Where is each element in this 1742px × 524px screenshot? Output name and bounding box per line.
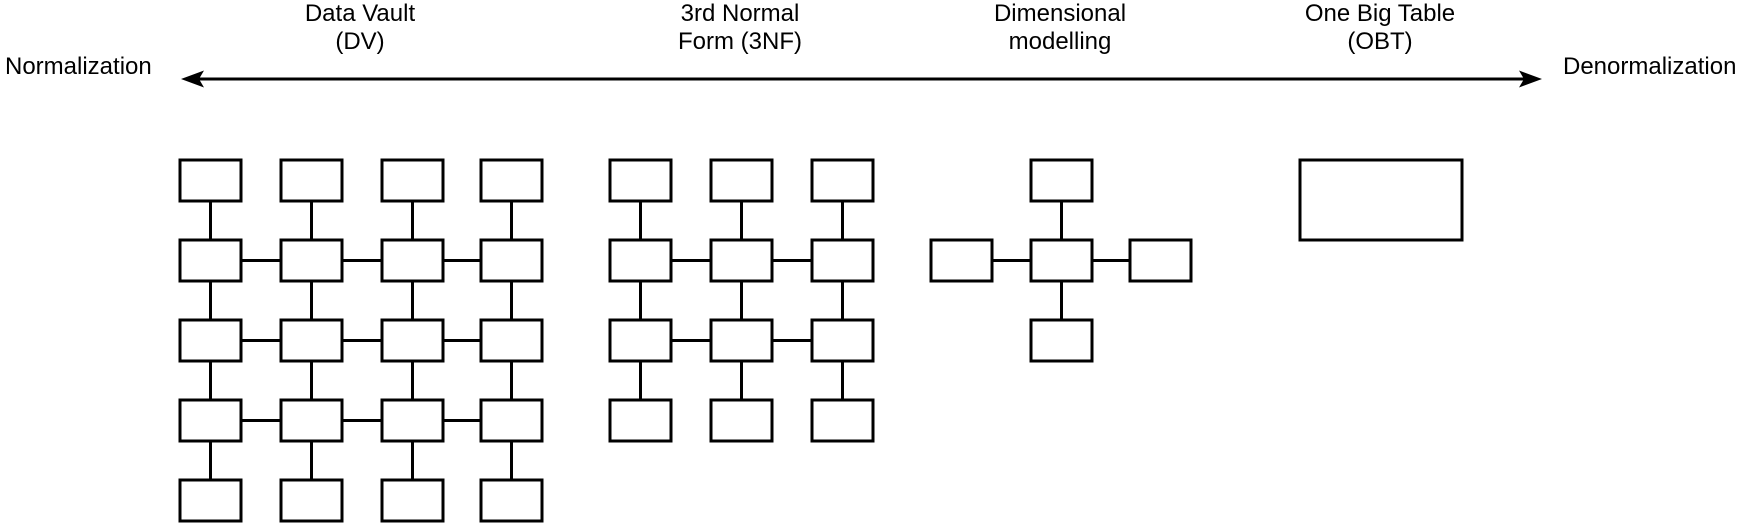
entity-box	[608, 398, 673, 443]
entity-box	[380, 398, 445, 443]
entity-box	[810, 158, 875, 203]
label-data-vault: Data Vault (DV)	[200, 0, 520, 56]
entity-box	[380, 478, 445, 523]
label-3nf: 3rd Normal Form (3NF)	[580, 0, 900, 56]
entity-box	[709, 238, 774, 283]
method-label-line: (DV)	[335, 28, 385, 55]
entity-box	[479, 318, 544, 363]
entity-box	[810, 318, 875, 363]
entity-box	[178, 238, 243, 283]
entity-box	[479, 478, 544, 523]
entity-box	[279, 398, 344, 443]
entity-box	[608, 238, 673, 283]
dimension-box	[1029, 158, 1094, 203]
entity-box	[380, 158, 445, 203]
entity-box	[178, 478, 243, 523]
dimension-box	[1029, 318, 1094, 363]
denormalization-label: Denormalization	[1563, 53, 1737, 80]
entity-box	[810, 238, 875, 283]
entity-box	[810, 398, 875, 443]
entity-box	[479, 238, 544, 283]
fact-box	[1029, 238, 1094, 283]
method-label-line: Data Vault	[304, 0, 416, 27]
entity-box	[279, 478, 344, 523]
normalization-label: Normalization	[5, 53, 152, 80]
entity-box	[178, 158, 243, 203]
entity-box	[279, 318, 344, 363]
entity-box	[709, 318, 774, 363]
method-label-line: One Big Table	[1304, 0, 1456, 27]
label-dimensional-modelling: Dimensional modelling	[900, 0, 1220, 56]
entity-box	[608, 158, 673, 203]
entity-box	[380, 238, 445, 283]
arrow-head-right	[1519, 70, 1542, 88]
entity-box	[709, 398, 774, 443]
method-label-line: modelling	[1008, 28, 1112, 55]
arrow-head-left	[181, 70, 204, 88]
entity-box	[479, 398, 544, 443]
entity-box	[479, 158, 544, 203]
big-table-box	[1298, 158, 1464, 242]
method-label-line: 3rd Normal	[680, 0, 800, 27]
entity-box	[178, 318, 243, 363]
entity-box	[608, 318, 673, 363]
label-one-big-table: One Big Table (OBT)	[1220, 0, 1540, 56]
dimension-box	[1128, 238, 1193, 283]
entity-box	[279, 238, 344, 283]
entity-box	[178, 398, 243, 443]
method-label-line: Dimensional	[993, 0, 1127, 27]
entity-box	[709, 158, 774, 203]
method-label-line: (OBT)	[1347, 28, 1413, 55]
method-label-line: Form (3NF)	[678, 28, 802, 55]
dimension-box	[929, 238, 994, 283]
entity-box	[279, 158, 344, 203]
entity-box	[380, 318, 445, 363]
